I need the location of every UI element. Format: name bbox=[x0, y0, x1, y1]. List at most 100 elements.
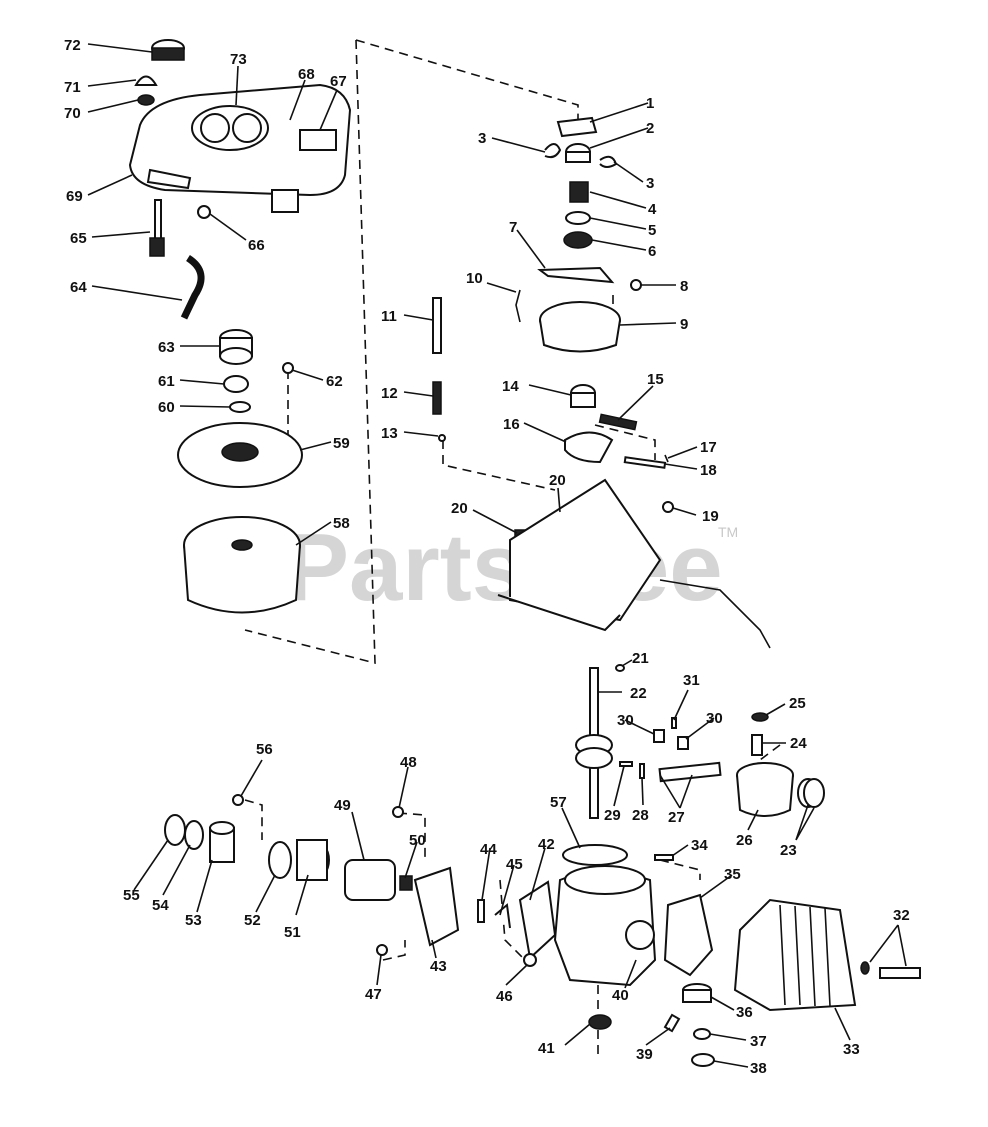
stator-plate bbox=[177, 422, 303, 488]
callout-72: 72 bbox=[64, 37, 81, 54]
callout-58: 58 bbox=[333, 515, 350, 532]
washer-60 bbox=[229, 401, 251, 413]
screw-19 bbox=[662, 501, 674, 513]
spark-plug-32 bbox=[860, 961, 921, 979]
boss-36 bbox=[682, 983, 712, 1003]
ring-21 bbox=[615, 664, 625, 672]
spring-4 bbox=[569, 181, 589, 203]
crankshaft bbox=[575, 667, 613, 819]
callout-37: 37 bbox=[750, 1033, 767, 1050]
callout-49: 49 bbox=[334, 797, 351, 814]
callout-3-left: 3 bbox=[478, 130, 486, 147]
callout-8: 8 bbox=[680, 278, 688, 295]
spring-10 bbox=[515, 289, 521, 323]
flywheel bbox=[183, 516, 301, 614]
cap-nut bbox=[134, 75, 158, 86]
callout-53: 53 bbox=[185, 912, 202, 929]
clip-44 bbox=[477, 899, 485, 923]
callout-21: 21 bbox=[632, 650, 649, 667]
callout-46: 46 bbox=[496, 988, 513, 1005]
callout-36: 36 bbox=[736, 1004, 753, 1021]
callout-52: 52 bbox=[244, 912, 261, 929]
callout-12: 12 bbox=[381, 385, 398, 402]
callout-71: 71 bbox=[64, 79, 81, 96]
clip-13 bbox=[438, 434, 446, 442]
washer-70 bbox=[137, 94, 155, 106]
callout-4: 4 bbox=[648, 201, 657, 218]
clip-37 bbox=[693, 1028, 711, 1040]
screw-28 bbox=[639, 763, 645, 779]
piston-26 bbox=[736, 762, 794, 817]
starter-cup bbox=[219, 329, 253, 365]
wrist-pin-24 bbox=[751, 734, 763, 756]
callout-54: 54 bbox=[152, 897, 169, 914]
callout-30-right: 30 bbox=[706, 710, 723, 727]
callout-28: 28 bbox=[632, 807, 649, 824]
callout-60: 60 bbox=[158, 399, 175, 416]
callout-26: 26 bbox=[736, 832, 753, 849]
callout-31: 31 bbox=[683, 672, 700, 689]
needle-11 bbox=[432, 297, 442, 354]
bearing-6 bbox=[563, 231, 593, 249]
spring-15 bbox=[598, 413, 638, 431]
callout-34: 34 bbox=[691, 837, 708, 854]
callout-16: 16 bbox=[503, 416, 520, 433]
callout-13: 13 bbox=[381, 425, 398, 442]
screw-34 bbox=[654, 854, 674, 861]
crankcase-40 bbox=[553, 863, 657, 987]
callout-44: 44 bbox=[480, 841, 497, 858]
callout-67: 67 bbox=[330, 73, 347, 90]
callout-70: 70 bbox=[64, 105, 81, 122]
watermark-text: PartsTree bbox=[285, 514, 723, 621]
callout-1: 1 bbox=[646, 95, 654, 112]
callout-63: 63 bbox=[158, 339, 175, 356]
clip-3-left bbox=[544, 143, 562, 159]
callout-62: 62 bbox=[326, 373, 343, 390]
callout-64: 64 bbox=[70, 279, 87, 296]
gasket-52 bbox=[268, 841, 292, 879]
callout-69: 69 bbox=[66, 188, 83, 205]
piston-rings-23 bbox=[797, 778, 825, 808]
callout-68: 68 bbox=[298, 66, 315, 83]
screw-46 bbox=[523, 953, 537, 967]
callout-labels: 1 2 3 3 4 5 6 7 8 9 10 11 12 13 14 15 16… bbox=[64, 37, 910, 1077]
callout-38: 38 bbox=[750, 1060, 767, 1077]
callout-41: 41 bbox=[538, 1040, 555, 1057]
callout-30-left: 30 bbox=[617, 712, 634, 729]
fitting-39 bbox=[663, 1013, 681, 1033]
callout-47: 47 bbox=[365, 986, 382, 1003]
adapter-51 bbox=[296, 839, 330, 881]
screw-56 bbox=[232, 794, 244, 806]
fuel-line bbox=[180, 255, 205, 320]
callout-24: 24 bbox=[790, 735, 807, 752]
pawl-7 bbox=[537, 266, 615, 284]
pin-31 bbox=[671, 717, 677, 729]
lock-ring-25 bbox=[751, 712, 769, 722]
screw-48 bbox=[392, 806, 404, 818]
silencer-53 bbox=[209, 821, 235, 863]
callout-35: 35 bbox=[724, 866, 741, 883]
callout-66: 66 bbox=[248, 237, 265, 254]
callout-55: 55 bbox=[123, 887, 140, 904]
cylinder-head-33 bbox=[733, 898, 857, 1012]
callout-19: 19 bbox=[702, 508, 719, 525]
callout-22: 22 bbox=[630, 685, 647, 702]
plug-14 bbox=[570, 384, 596, 408]
callout-59: 59 bbox=[333, 435, 350, 452]
callout-6: 6 bbox=[648, 243, 656, 260]
washer-38 bbox=[691, 1053, 715, 1067]
wire-17 bbox=[664, 454, 669, 463]
carburetor-49 bbox=[344, 859, 396, 901]
filter-54 bbox=[184, 820, 204, 850]
callout-20-upper: 20 bbox=[549, 472, 566, 489]
fuel-valve bbox=[149, 199, 165, 257]
callout-32: 32 bbox=[893, 907, 910, 924]
plate-1 bbox=[556, 116, 598, 138]
callout-42: 42 bbox=[538, 836, 555, 853]
callout-33: 33 bbox=[843, 1041, 860, 1058]
spring-12 bbox=[432, 381, 442, 415]
callout-9: 9 bbox=[680, 316, 688, 333]
gasket-50 bbox=[399, 875, 413, 891]
callout-43: 43 bbox=[430, 958, 447, 975]
